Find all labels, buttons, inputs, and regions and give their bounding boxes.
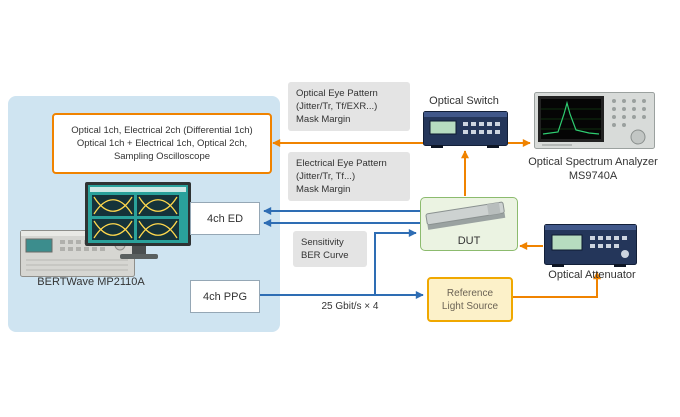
dut-label: DUT bbox=[457, 235, 481, 247]
callout-optical-eye: Optical Eye Pattern (Jitter/Tr, Tf/EXR..… bbox=[288, 82, 410, 131]
attenuator-lcd bbox=[551, 234, 583, 251]
callout-line: Mask Margin bbox=[296, 114, 351, 125]
attenuator-illustration bbox=[544, 224, 637, 267]
dut-module-illustration bbox=[425, 201, 506, 230]
callout-line: (Jitter/Tr, Tf...) bbox=[296, 171, 356, 182]
switch-lcd bbox=[429, 120, 457, 135]
callout-line: Optical Eye Pattern bbox=[296, 88, 378, 99]
oscilloscope-monitor-illustration bbox=[85, 182, 191, 259]
rls-label-line2: Light Source bbox=[441, 300, 499, 312]
callout-line: Mask Margin bbox=[296, 184, 351, 195]
bertwave-label: BERTWave MP2110A bbox=[37, 276, 145, 288]
ppg-label: 4ch PPG bbox=[202, 290, 248, 303]
callout-line: BER Curve bbox=[301, 250, 349, 261]
osa-trace bbox=[542, 100, 600, 135]
callout-line: Sensitivity bbox=[301, 237, 344, 248]
optical-switch-label: Optical Switch bbox=[429, 95, 499, 107]
eye-pattern-grid bbox=[92, 195, 179, 240]
osa-label: Optical Spectrum Analyzer MS9740A bbox=[520, 155, 666, 183]
bitrate-label: 25 Gbit/s × 4 bbox=[321, 301, 379, 312]
osa-illustration bbox=[534, 92, 655, 149]
optical-switch-illustration bbox=[423, 111, 508, 148]
attenuator-label: Optical Attenuator bbox=[548, 269, 636, 281]
osa-knob bbox=[630, 129, 646, 145]
ed-block: 4ch ED bbox=[190, 202, 260, 235]
bertwave-display bbox=[25, 238, 53, 253]
config-box: Optical 1ch, Electrical 2ch (Differentia… bbox=[52, 113, 272, 174]
dut-box: DUT bbox=[420, 197, 518, 251]
config-line-3: Sampling Oscilloscope bbox=[113, 151, 211, 162]
callout-line: Electrical Eye Pattern bbox=[296, 158, 387, 169]
config-line-2: Optical 1ch + Electrical 1ch, Optical 2c… bbox=[76, 138, 248, 149]
config-line-1: Optical 1ch, Electrical 2ch (Differentia… bbox=[71, 125, 253, 136]
osa-label-line2: MS9740A bbox=[568, 170, 618, 182]
reference-light-source-box: Reference Light Source bbox=[427, 277, 513, 322]
osa-label-line1: Optical Spectrum Analyzer bbox=[528, 156, 658, 168]
ppg-block: 4ch PPG bbox=[190, 280, 260, 313]
arrow-ppg-to-dut bbox=[374, 229, 417, 295]
rls-label-line1: Reference bbox=[446, 287, 494, 299]
ed-label: 4ch ED bbox=[206, 212, 244, 225]
callout-electrical-eye: Electrical Eye Pattern (Jitter/Tr, Tf...… bbox=[288, 152, 410, 201]
callout-sensitivity: Sensitivity BER Curve bbox=[293, 231, 367, 267]
callout-line: (Jitter/Tr, Tf/EXR...) bbox=[296, 101, 378, 112]
